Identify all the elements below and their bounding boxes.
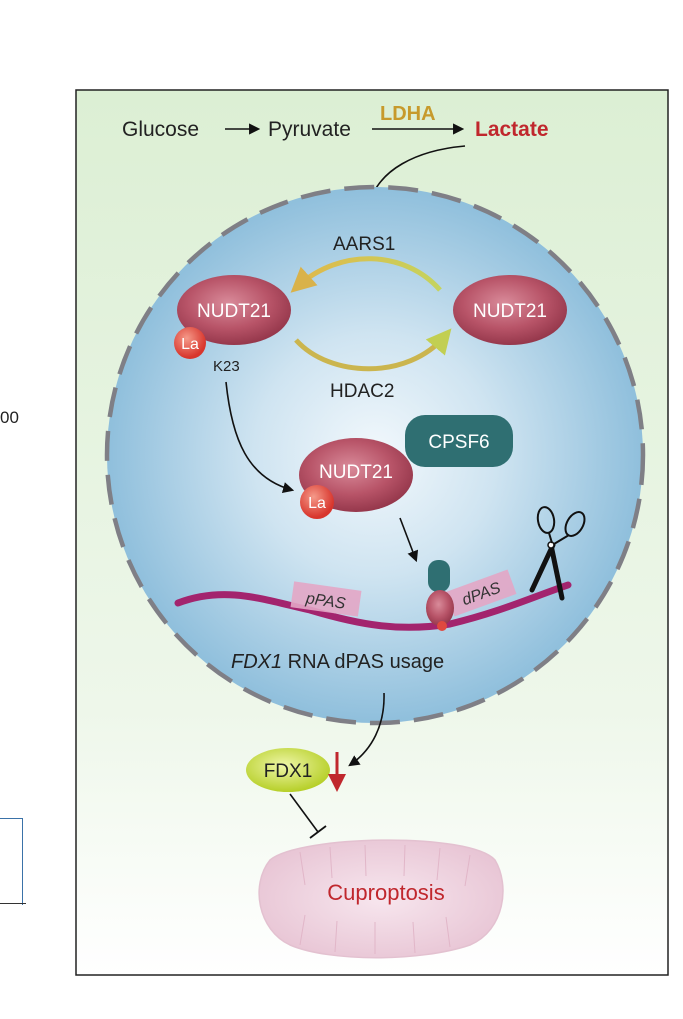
ldha-label: LDHA (380, 103, 436, 125)
dpas-usage-caption: FDX1 RNA dPAS usage (231, 651, 444, 673)
complex-to-rna-arrow (399, 517, 419, 563)
nuclear-envelope (104, 184, 646, 726)
la-center-label: La (308, 495, 326, 512)
lactate-label: Lactate (475, 118, 549, 141)
hdac2-delactylation-arrow (294, 328, 452, 372)
lactyl-bound-icon (437, 621, 447, 631)
cropped-axis-label: 00 (0, 408, 19, 427)
ppas-label: pPAS (304, 590, 347, 613)
nudt21-right-label: NUDT21 (473, 301, 547, 322)
hdac2-label: HDAC2 (330, 381, 394, 402)
lactyl-group-center (300, 485, 334, 519)
ppas-site-box (290, 581, 362, 617)
fdx1-label: FDX1 (264, 761, 313, 782)
glucose-label: Glucose (122, 118, 199, 141)
dpas-site-box (445, 569, 517, 617)
scissors-cleavage-icon (529, 506, 586, 601)
cuproptosis-label: Cuproptosis (327, 880, 444, 905)
cropped-axis-line (0, 903, 26, 904)
cropped-box-edge (0, 818, 23, 905)
cpsf6-label: CPSF6 (428, 432, 489, 453)
nudt21-bound-icon (426, 590, 454, 626)
inhibition-bar (309, 825, 327, 839)
pyruvate-label: Pyruvate (268, 118, 351, 141)
k23-site-label: K23 (213, 358, 240, 375)
la-left-label: La (181, 336, 199, 353)
cpsf6-protein (405, 415, 513, 467)
fdx1-rna-strand (174, 581, 572, 631)
fdx1-inhibits-line (289, 793, 319, 833)
nudt21-lactylated-protein (177, 275, 291, 345)
nudt21-center-label: NUDT21 (319, 462, 393, 483)
cpsf6-bound-icon (428, 560, 450, 592)
aars1-label: AARS1 (333, 234, 395, 255)
lactylated-nudt21-to-complex-arrow (225, 381, 295, 494)
aars1-lactylation-arrow (290, 256, 442, 293)
mitochondrion (258, 839, 504, 959)
nucleus-to-fdx1-arrow (348, 692, 385, 767)
nudt21-left-label: NUDT21 (197, 301, 271, 322)
lactyl-group-left (174, 327, 206, 359)
fdx1-protein (246, 748, 330, 792)
nudt21-unmodified-protein (453, 275, 567, 345)
mitochondrial-cristae (299, 844, 471, 954)
